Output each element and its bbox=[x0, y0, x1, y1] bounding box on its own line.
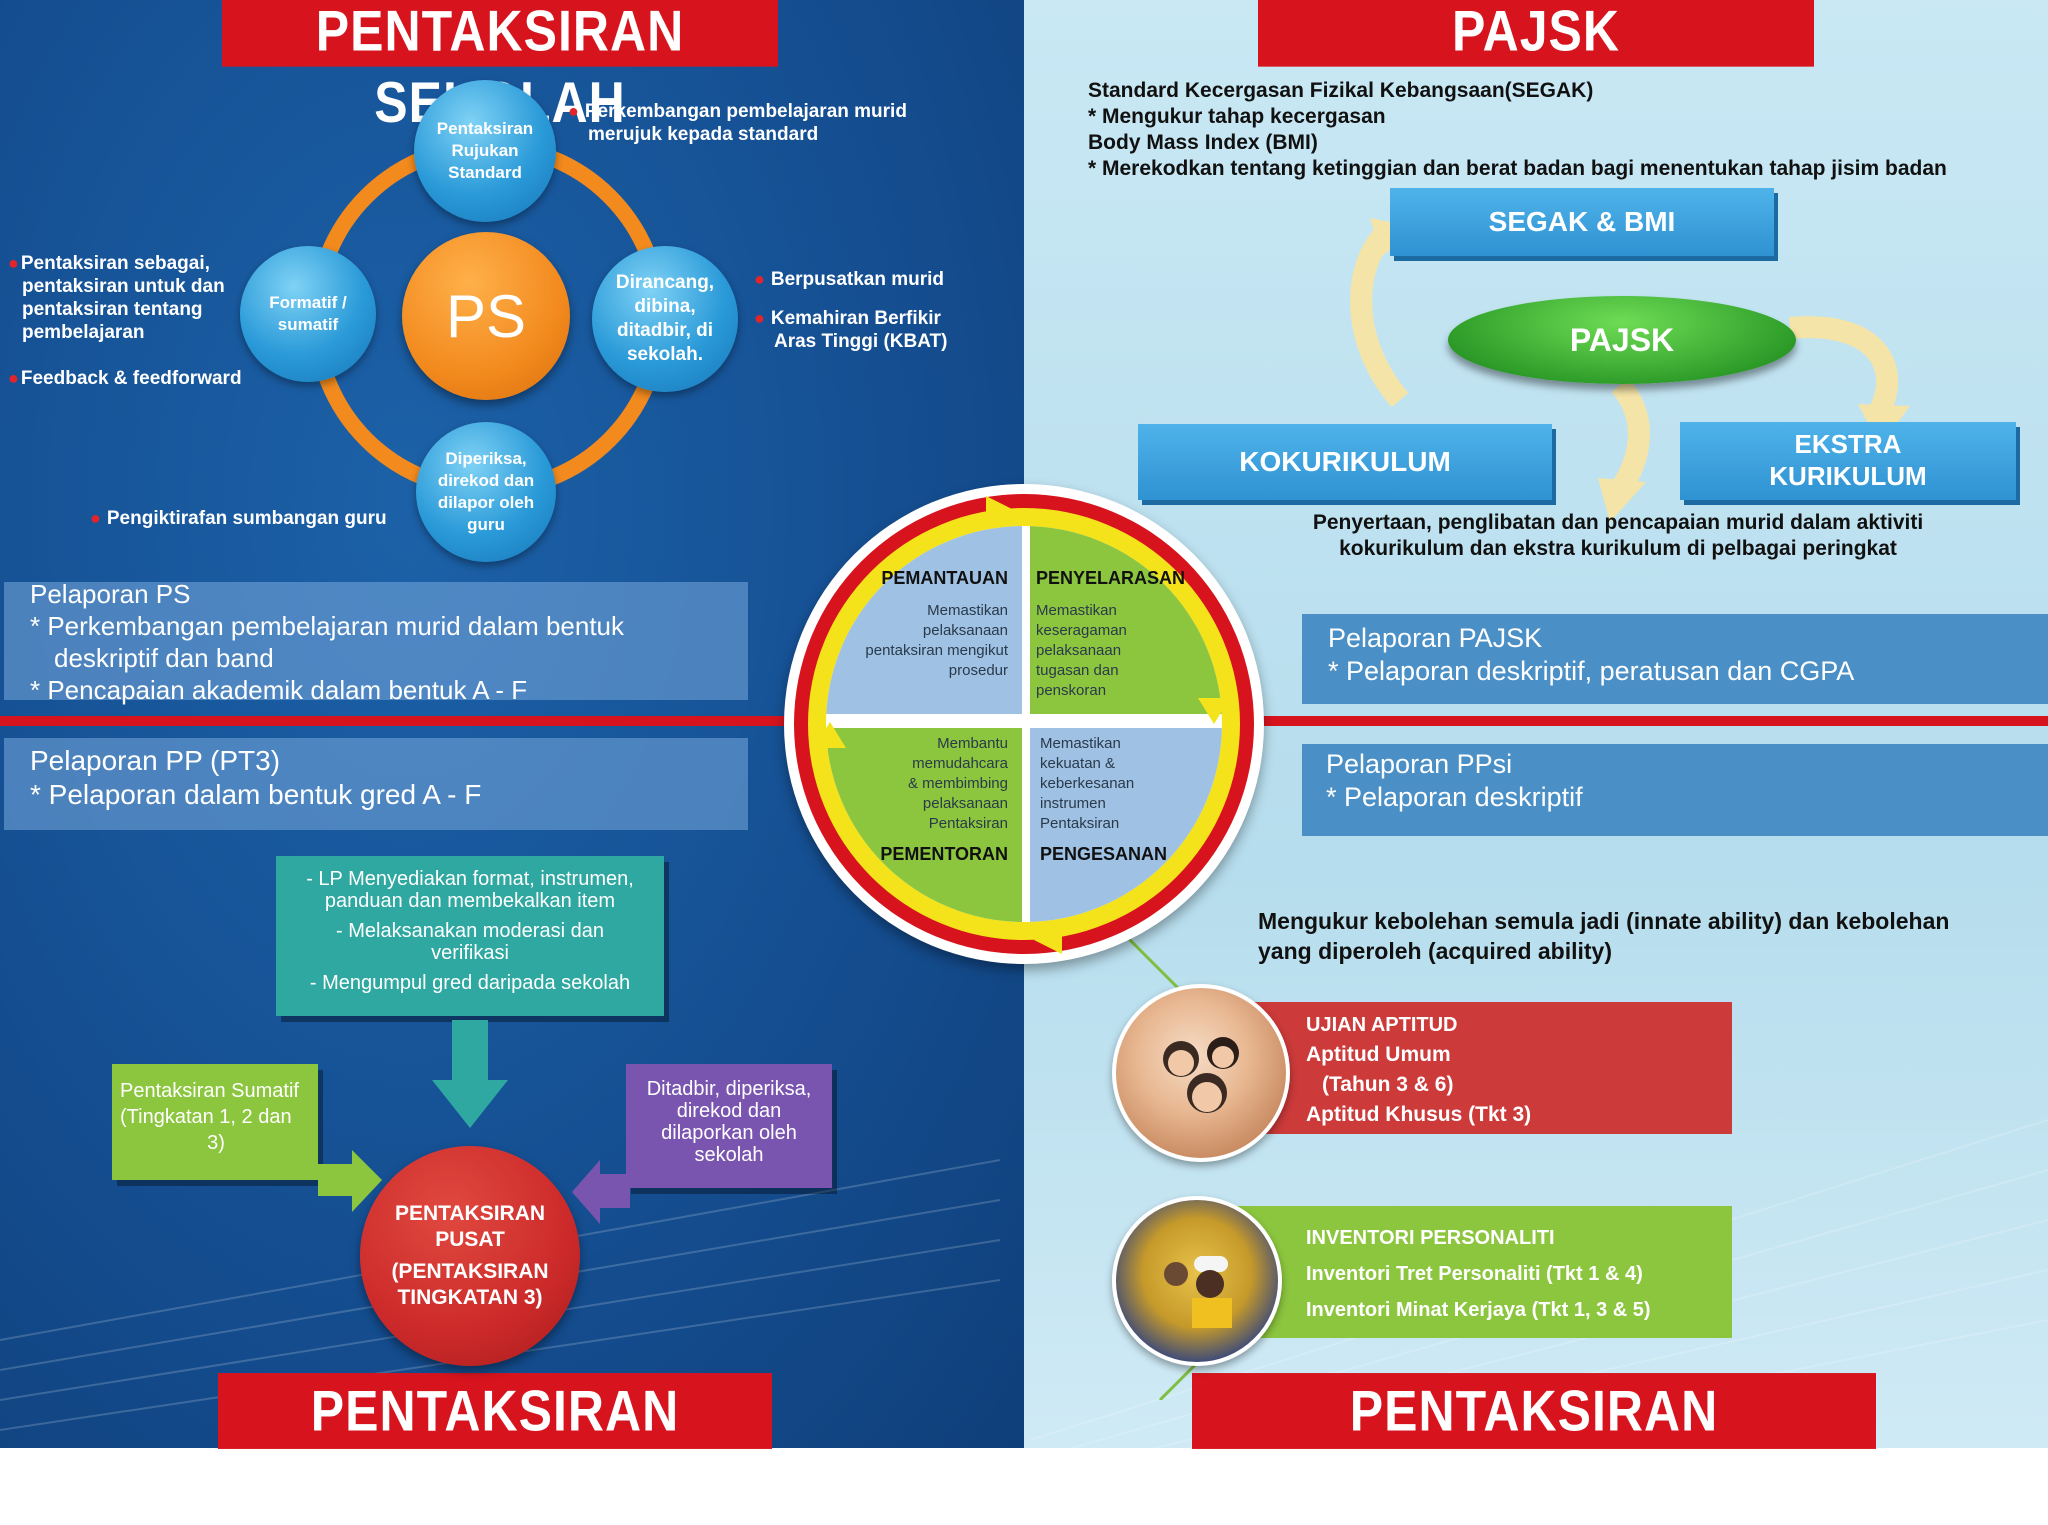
pajsk-activity-desc: Penyertaan, penglibatan dan pencapaian m… bbox=[1312, 511, 1924, 560]
q1-heading: PEMANTAUAN bbox=[881, 568, 1008, 588]
q2-heading: PENYELARASAN bbox=[1036, 568, 1186, 588]
ps-note-bottom: ●Pengiktirafan sumbangan guru bbox=[90, 508, 387, 529]
q3-heading: PEMENTORAN bbox=[880, 844, 1008, 864]
segak-bmi-box: SEGAK & BMI bbox=[1390, 188, 1774, 256]
pelaporan-pajsk-title: Pelaporan PAJSK bbox=[1328, 623, 1543, 653]
ps-note-feedback: ●Feedback & feedforward bbox=[8, 368, 242, 389]
title-pentaksiran-pusat: PENTAKSIRAN PUSAT bbox=[218, 1373, 772, 1519]
pelaporan-ppsi-band bbox=[1302, 744, 2048, 836]
ps-center-circle: PS bbox=[402, 232, 570, 400]
ujian-aptitud-title: UJIAN APTITUD bbox=[1306, 1014, 1458, 1036]
ps-note-top: ●Perkembangan pembelajaran murid merujuk… bbox=[568, 101, 907, 145]
ditadbir-box: Ditadbir, diperiksa, direkod dan dilapor… bbox=[626, 1064, 832, 1188]
ekstra-kurikulum-box: EKSTRA KURIKULUM bbox=[1680, 422, 2016, 500]
pentaksiran-pusat-circle: PENTAKSIRAN PUSAT (PENTAKSIRAN TINGKATAN… bbox=[360, 1146, 580, 1366]
ps-node-dirancang-label: Dirancang, dibina, ditadbir, di sekolah. bbox=[615, 272, 715, 365]
psikometrik-desc: Mengukur kebolehan semula jadi (innate a… bbox=[1258, 908, 1950, 964]
pelaporan-pp-title: Pelaporan PP (PT3) bbox=[30, 745, 281, 776]
ps-node-diperiksa-label: Diperiksa, direkod dan dilapor oleh guru bbox=[437, 449, 535, 534]
ps-node-rujukan-label: Pentaksiran Rujukan Standard bbox=[436, 119, 534, 182]
ujian-aptitud-box: UJIAN APTITUD Aptitud Umum (Tahun 3 & 6)… bbox=[1226, 1002, 1732, 1134]
pelaporan-ppsi: Pelaporan PPsi * Pelaporan deskriptif bbox=[1326, 749, 1583, 812]
workers-group-icon bbox=[1164, 1256, 1232, 1328]
pelaporan-pajsk-band bbox=[1302, 614, 2048, 704]
pelaporan-ps: Pelaporan PS * Perkembangan pembelajaran… bbox=[30, 579, 625, 705]
ps-node-diperiksa: Diperiksa, direkod dan dilapor oleh guru bbox=[416, 422, 556, 562]
pelaporan-pajsk: Pelaporan PAJSK * Pelaporan deskriptif, … bbox=[1328, 623, 1855, 686]
pelaporan-ppsi-title: Pelaporan PPsi bbox=[1326, 749, 1513, 779]
inventori-personaliti-box: INVENTORI PERSONALITI Inventori Tret Per… bbox=[1226, 1206, 1732, 1338]
ps-node-formatif: Formatif / sumatif bbox=[240, 246, 376, 382]
q4-heading: PENGESANAN bbox=[1040, 844, 1168, 864]
pelaporan-ps-band bbox=[4, 582, 748, 700]
title-pajsk: PAJSK bbox=[1258, 0, 1814, 67]
lp-box: - LP Menyediakan format, instrumen, pand… bbox=[276, 856, 664, 1016]
workers-photo-placeholder bbox=[1112, 1196, 1282, 1366]
q4-content: Memastikan kekuatan & keberkesanan instr… bbox=[1040, 734, 1190, 865]
ps-note-right: ●Berpusatkan murid ●Kemahiran Berfikir A… bbox=[754, 269, 948, 352]
ps-note-left: ●Pentaksiran sebagai, pentaksiran untuk … bbox=[8, 253, 225, 343]
quadrant-pementoran bbox=[826, 728, 1022, 922]
center-wheel-arrows bbox=[814, 496, 1230, 954]
quadrant-pemantauan bbox=[826, 526, 1022, 714]
center-wheel-inner bbox=[826, 526, 1222, 922]
pelaporan-pp-band bbox=[4, 738, 748, 830]
inventori-personaliti-title: INVENTORI PERSONALITI bbox=[1306, 1227, 1555, 1249]
quadrant-penyelarasan bbox=[1030, 526, 1222, 714]
ps-center-label: PS bbox=[445, 282, 527, 350]
q1-content: PEMANTAUAN Memastikan pelaksanaan pentak… bbox=[865, 568, 1008, 679]
pajsk-description: Standard Kecergasan Fizikal Kebangsaan(S… bbox=[1088, 79, 1947, 180]
sumatif-box: Pentaksiran Sumatif (Tingkatan 1, 2 dan … bbox=[112, 1064, 318, 1180]
q3-content: Membantu memudahcara & membimbing pelaks… bbox=[864, 734, 1008, 865]
title-pentaksiran-sekolah: PENTAKSIRAN SEKOLAH bbox=[222, 0, 778, 135]
ps-node-dirancang: Dirancang, dibina, ditadbir, di sekolah. bbox=[592, 246, 738, 392]
kokurikulum-box: KOKURIKULUM bbox=[1138, 424, 1552, 500]
children-photo-placeholder bbox=[1112, 984, 1290, 1162]
arrow-left-down-icon bbox=[572, 1160, 630, 1224]
arrow-right-down-icon bbox=[318, 1150, 382, 1212]
arrow-down-icon bbox=[432, 1020, 508, 1128]
ps-node-rujukan-standard: Pentaksiran Rujukan Standard bbox=[414, 80, 556, 222]
q2-content: PENYELARASAN Memastikan keseragaman pela… bbox=[1036, 568, 1186, 699]
pelaporan-ps-title: Pelaporan PS bbox=[30, 579, 191, 609]
pelaporan-pp: Pelaporan PP (PT3) * Pelaporan dalam ben… bbox=[30, 745, 482, 810]
pajsk-center-ellipse: PAJSK bbox=[1448, 296, 1796, 384]
quadrant-pengesanan bbox=[1030, 728, 1222, 922]
ps-node-formatif-label: Formatif / sumatif bbox=[269, 293, 347, 334]
children-group-icon bbox=[1163, 1037, 1239, 1113]
